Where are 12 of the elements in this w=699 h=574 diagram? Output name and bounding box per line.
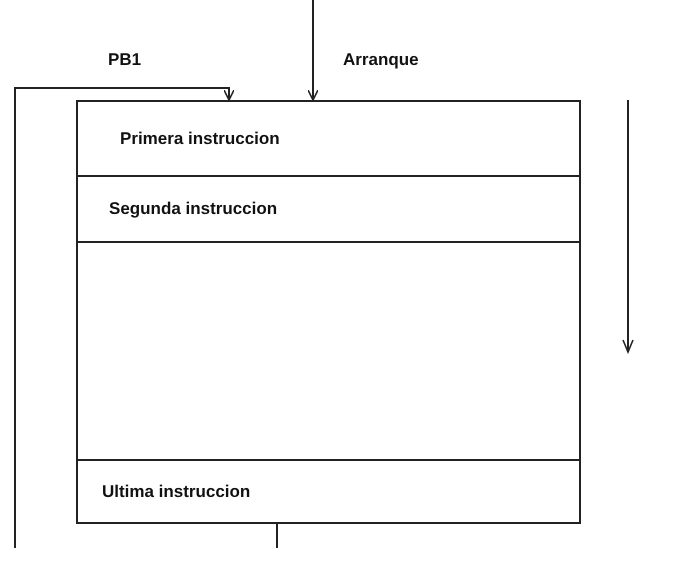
signal-label: Arranque (343, 50, 419, 70)
empty-row (76, 241, 581, 461)
instruction-text: Ultima instruccion (102, 482, 250, 502)
signal-label: PB1 (108, 50, 142, 70)
instruction-row (76, 175, 581, 243)
instruction-text: Primera instruccion (120, 128, 280, 148)
arrow (14, 87, 235, 548)
instruction-text: Segunda instruccion (109, 199, 278, 219)
arrow (307, 0, 319, 101)
instruction-row (76, 459, 581, 524)
connector-line (276, 524, 278, 548)
instruction-row (76, 100, 581, 177)
